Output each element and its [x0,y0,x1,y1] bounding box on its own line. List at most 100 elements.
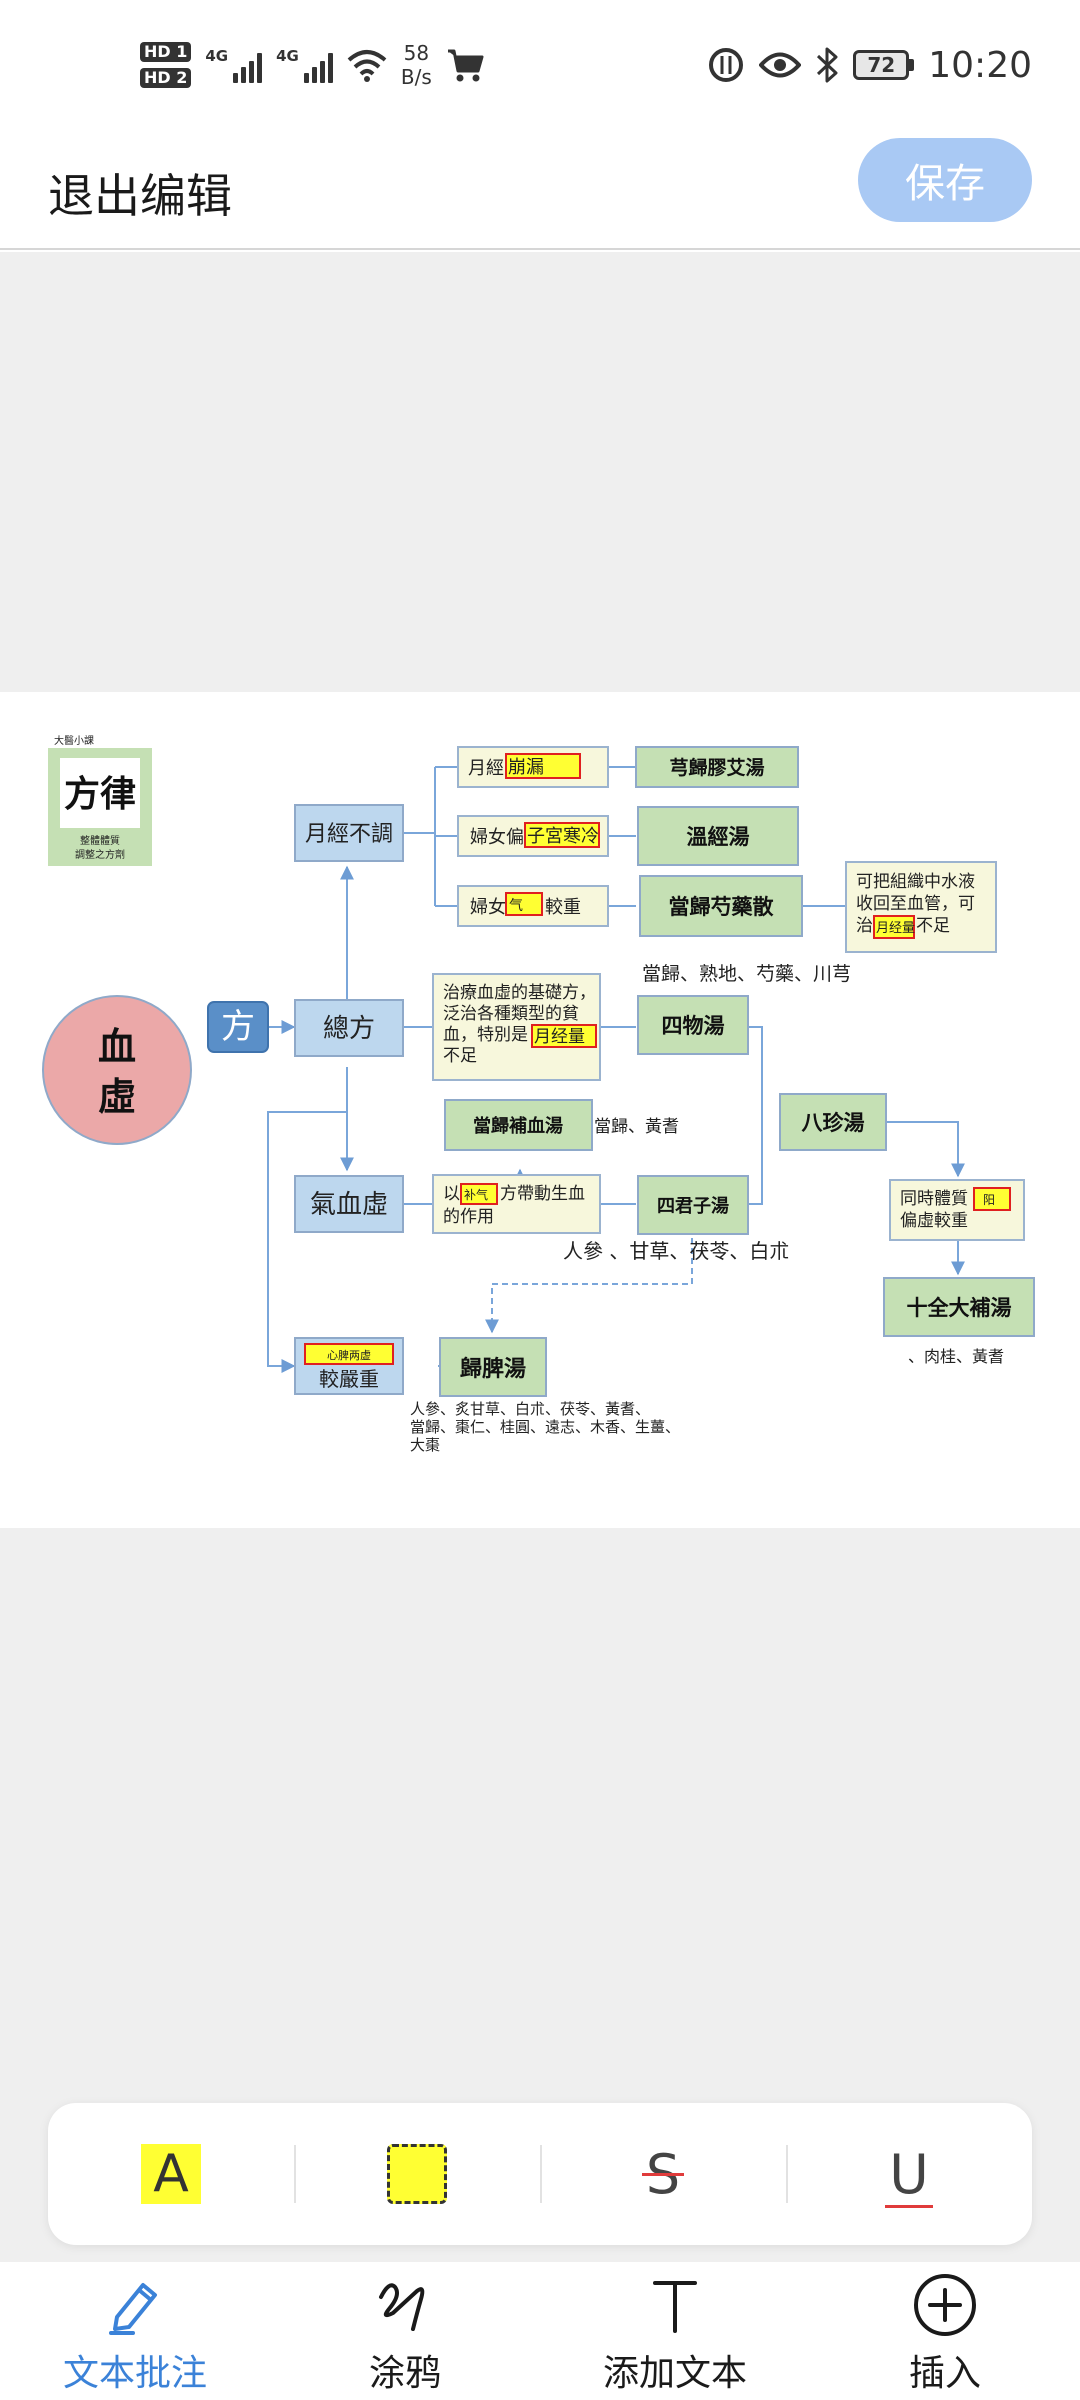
category-boxes: 月經不調 總方 氣血虛 心脾两虚 較嚴重 [294,804,404,1395]
hd1-badge: HD 1 [140,42,192,62]
formula-boxes: 芎歸膠艾湯 溫經湯 當歸芍藥散 四物湯 當歸補血湯 四君子湯 八珍湯 十全大補湯 [439,746,1035,1397]
right-desc-line3-prefix: 治 [856,916,873,936]
logo-title: 方律 [64,773,136,815]
qi-desc-prefix: 以 [443,1184,460,1204]
bazhen-desc-highlight: 阳 [983,1193,995,1207]
formula-f5: 當歸補血湯 [473,1115,563,1137]
herbs-guipi-line3: 大棗 [410,1436,440,1454]
edit-header: 退出编辑 保存 [0,130,1080,250]
network-type-2: 4G [276,47,299,65]
c3-prefix: 婦女 [470,897,506,918]
document-canvas[interactable]: 大醫小課 方律 整體體質 調整之方劑 血 虛 方 [0,252,1080,2262]
highlight-icon: A [141,2144,201,2204]
nav-label-add-text: 添加文本 [602,2353,747,2394]
herbs-guipi-line2: 當歸、棗仁、桂圓、遠志、木香、生薑、 [410,1418,680,1436]
herbs-shiquan: 、肉桂、黃耆 [908,1347,1004,1366]
save-button[interactable]: 保存 [858,138,1032,222]
underline-icon: U [885,2142,933,2208]
general-desc-line3: 血，特別是 [443,1025,528,1045]
main-circle-line2: 虛 [98,1074,136,1119]
connectors [267,766,965,1373]
network-speed: 58 B/s [401,41,432,89]
bottom-nav: 文本批注 涂鸦 添加文本 [0,2262,1080,2400]
battery-level: 72 [853,50,910,80]
qi-desc-highlight: 补气 [464,1187,488,1202]
speed-value: 58 [403,41,430,65]
clock: 10:20 [928,44,1032,86]
nav-label-insert: 插入 [908,2353,981,2394]
status-left: HD 1 HD 2 4G 4G 58 B/s [140,30,484,100]
right-desc-line2: 收回至血管，可 [856,894,975,914]
logo-sub2: 調整之方劑 [75,848,125,861]
network-type-1: 4G [205,47,229,65]
svg-text:方: 方 [221,1007,255,1047]
nav-insert[interactable]: 插入 [810,2262,1080,2400]
severe-highlight: 心脾两虚 [327,1348,371,1362]
status-bar: HD 1 HD 2 4G 4G 58 B/s [0,0,1080,130]
herbs-sijunzi: 人參 、甘草、茯苓、白朮 [563,1239,789,1263]
area-highlight-tool[interactable] [294,2103,540,2245]
qi-desc-line2: 的作用 [443,1207,494,1227]
eye-icon [759,52,802,78]
highlight-text-tool[interactable]: A [48,2103,294,2245]
right-desc-line3-suffix: 不足 [916,916,950,936]
underline-tool[interactable]: U [786,2103,1032,2245]
cart-icon [447,49,484,82]
general-desc-highlight: 月经量 [534,1027,585,1047]
strikethrough-tool[interactable]: S [540,2103,786,2245]
signal-1-icon: 4G [205,47,263,83]
nav-label-text-annotation: 文本批注 [62,2353,207,2394]
herbs-danggui-buxue: 當歸、黃耆 [594,1117,679,1137]
dashed-rectangle-icon [387,2144,447,2204]
box-more-severe: 較嚴重 [319,1367,379,1391]
logo-small-text: 大醫小課 [54,734,94,747]
signal-2-icon: 4G [276,47,333,83]
speed-unit: B/s [400,65,432,89]
bazhen-desc-line1: 同時體質 [900,1189,968,1209]
formula-f7: 八珍湯 [802,1110,865,1135]
herbs-guipi-line1: 人參、炙甘草、白朮、茯苓、黃耆、 [410,1400,650,1418]
nav-add-text[interactable]: 添加文本 [540,2262,810,2400]
c3-highlight: 气 [509,898,523,914]
sim-indicators: HD 1 HD 2 [140,42,192,88]
general-desc-line2: 泛治各種類型的貧 [443,1004,579,1024]
general-desc-line4: 不足 [443,1046,477,1066]
nav-text-annotation[interactable]: 文本批注 [0,2262,270,2400]
nav-label-doodle: 涂鸦 [368,2353,441,2394]
box-qi-blood-deficiency: 氣血虛 [310,1190,388,1220]
bazhen-desc-line2: 偏虛較重 [900,1211,968,1231]
logo-sub1: 整體體質 [80,834,120,847]
formula-f9: 歸脾湯 [460,1356,526,1382]
battery-icon: 72 [853,50,915,80]
main-circle-line1: 血 [98,1024,136,1069]
document-page[interactable]: 大醫小課 方律 整體體質 調整之方劑 血 虛 方 [0,692,1080,1528]
c2-highlight: 子宮寒冷 [527,826,599,847]
right-desc-line1: 可把組織中水液 [856,872,975,892]
data-saver-icon [709,48,744,82]
nav-doodle[interactable]: 涂鸦 [270,2262,540,2400]
box-menstrual-irregular: 月經不調 [305,822,393,847]
squiggle-icon [370,2270,440,2340]
box-general-formula: 總方 [323,1014,375,1044]
text-t-icon [640,2270,710,2340]
formula-f8: 十全大補湯 [907,1295,1012,1320]
hd2-badge: HD 2 [140,68,192,88]
condition-boxes: 月經 崩漏 婦女偏 子宮寒冷 婦女 气 較重 治療血虛的基礎方， 泛治各種類型的 [432,746,1025,1241]
fang-label: 方 [207,1001,269,1053]
c1-prefix: 月經 [468,758,504,779]
bluetooth-icon [817,47,838,83]
c2-prefix: 婦女偏 [470,827,524,848]
right-desc-highlight: 月经量 [876,921,915,936]
wifi-icon [347,50,387,82]
qi-desc-suffix: 方帶動生血 [500,1184,585,1204]
general-desc-line1: 治療血虛的基礎方， [443,983,596,1003]
strikethrough-icon: S [641,2142,685,2206]
exit-edit-button[interactable]: 退出编辑 [48,169,232,223]
herb-lists: 當歸、熟地、芍藥、川芎 當歸、黃耆 人參 、甘草、茯苓、白朮 、肉桂、黃耆 人參… [410,963,1004,1454]
c3-suffix: 較重 [545,897,581,918]
formula-f3: 當歸芍藥散 [669,894,774,919]
blood-deficiency-diagram: 大醫小課 方律 整體體質 調整之方劑 血 虛 方 [42,734,1035,1454]
herbs-siwu: 當歸、熟地、芍藥、川芎 [642,963,851,985]
formula-f4: 四物湯 [662,1013,725,1038]
